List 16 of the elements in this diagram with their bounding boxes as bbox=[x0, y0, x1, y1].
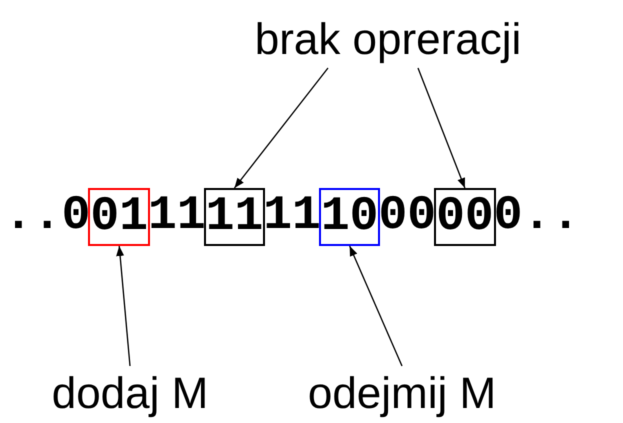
arrow bbox=[116, 246, 131, 366]
arrow bbox=[417, 68, 466, 188]
annotation-text: brak opreracji bbox=[254, 18, 522, 62]
bit-digits: ..0 bbox=[4, 188, 90, 245]
bit-digits: 00 bbox=[378, 188, 436, 245]
bit-digits: 11 bbox=[148, 188, 206, 245]
arrow bbox=[234, 68, 329, 188]
bit-pair-box: 01 bbox=[88, 188, 150, 246]
annotation-text: odejmij M bbox=[308, 372, 496, 416]
bit-digits: 11 bbox=[263, 188, 321, 245]
annotation-text: dodaj M bbox=[52, 372, 208, 416]
bit-pair-box: 11 bbox=[204, 188, 266, 246]
bit-pair-box: 00 bbox=[434, 188, 496, 246]
arrow bbox=[349, 246, 403, 366]
bit-digits: 0.. bbox=[494, 188, 580, 245]
bit-pair-box: 10 bbox=[318, 188, 380, 246]
